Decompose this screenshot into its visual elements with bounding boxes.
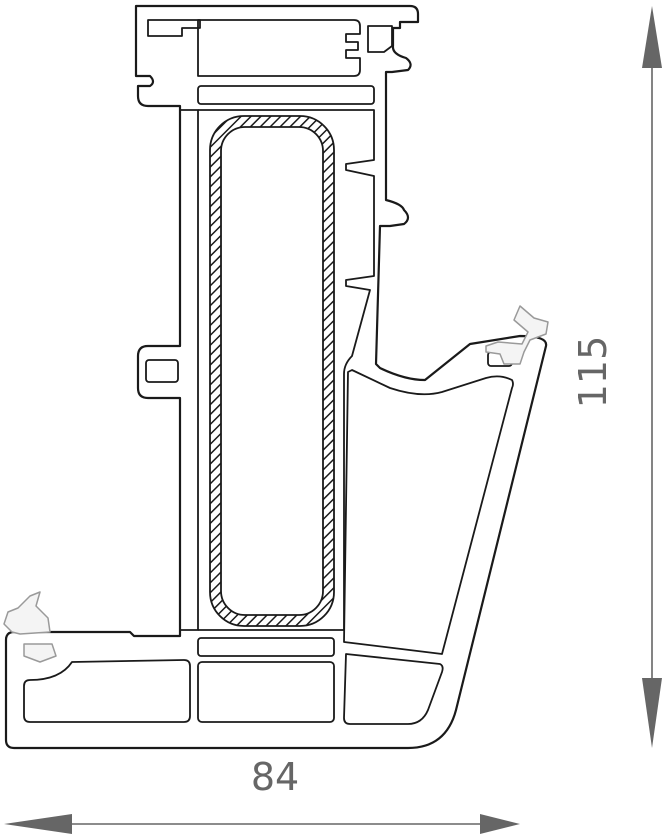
thin-upper-chamber [197, 85, 375, 105]
width-arrow-right [480, 814, 520, 834]
height-dimension-label: 115 [571, 336, 615, 409]
main-chamber [198, 109, 375, 631]
bottom-right-chamber [343, 653, 444, 725]
top-right-chamber [367, 25, 393, 53]
bottom-thin-chamber [197, 637, 335, 657]
upper-gasket [485, 305, 549, 365]
width-arrow-left [4, 814, 72, 834]
height-arrow-bottom [642, 678, 662, 748]
left-clip-slot [145, 359, 179, 383]
height-arrow-top [642, 6, 662, 68]
profile-outline [4, 4, 548, 750]
steel-inner-void [220, 126, 324, 616]
lower-gasket [3, 591, 57, 663]
sash-chamber [343, 369, 514, 655]
bottom-left-chamber [23, 659, 191, 723]
width-dimension-label: 84 [251, 755, 299, 799]
left-web [180, 109, 199, 631]
bottom-middle-chamber [197, 661, 335, 723]
top-slot [147, 19, 201, 37]
top-upper-chamber [197, 19, 361, 77]
